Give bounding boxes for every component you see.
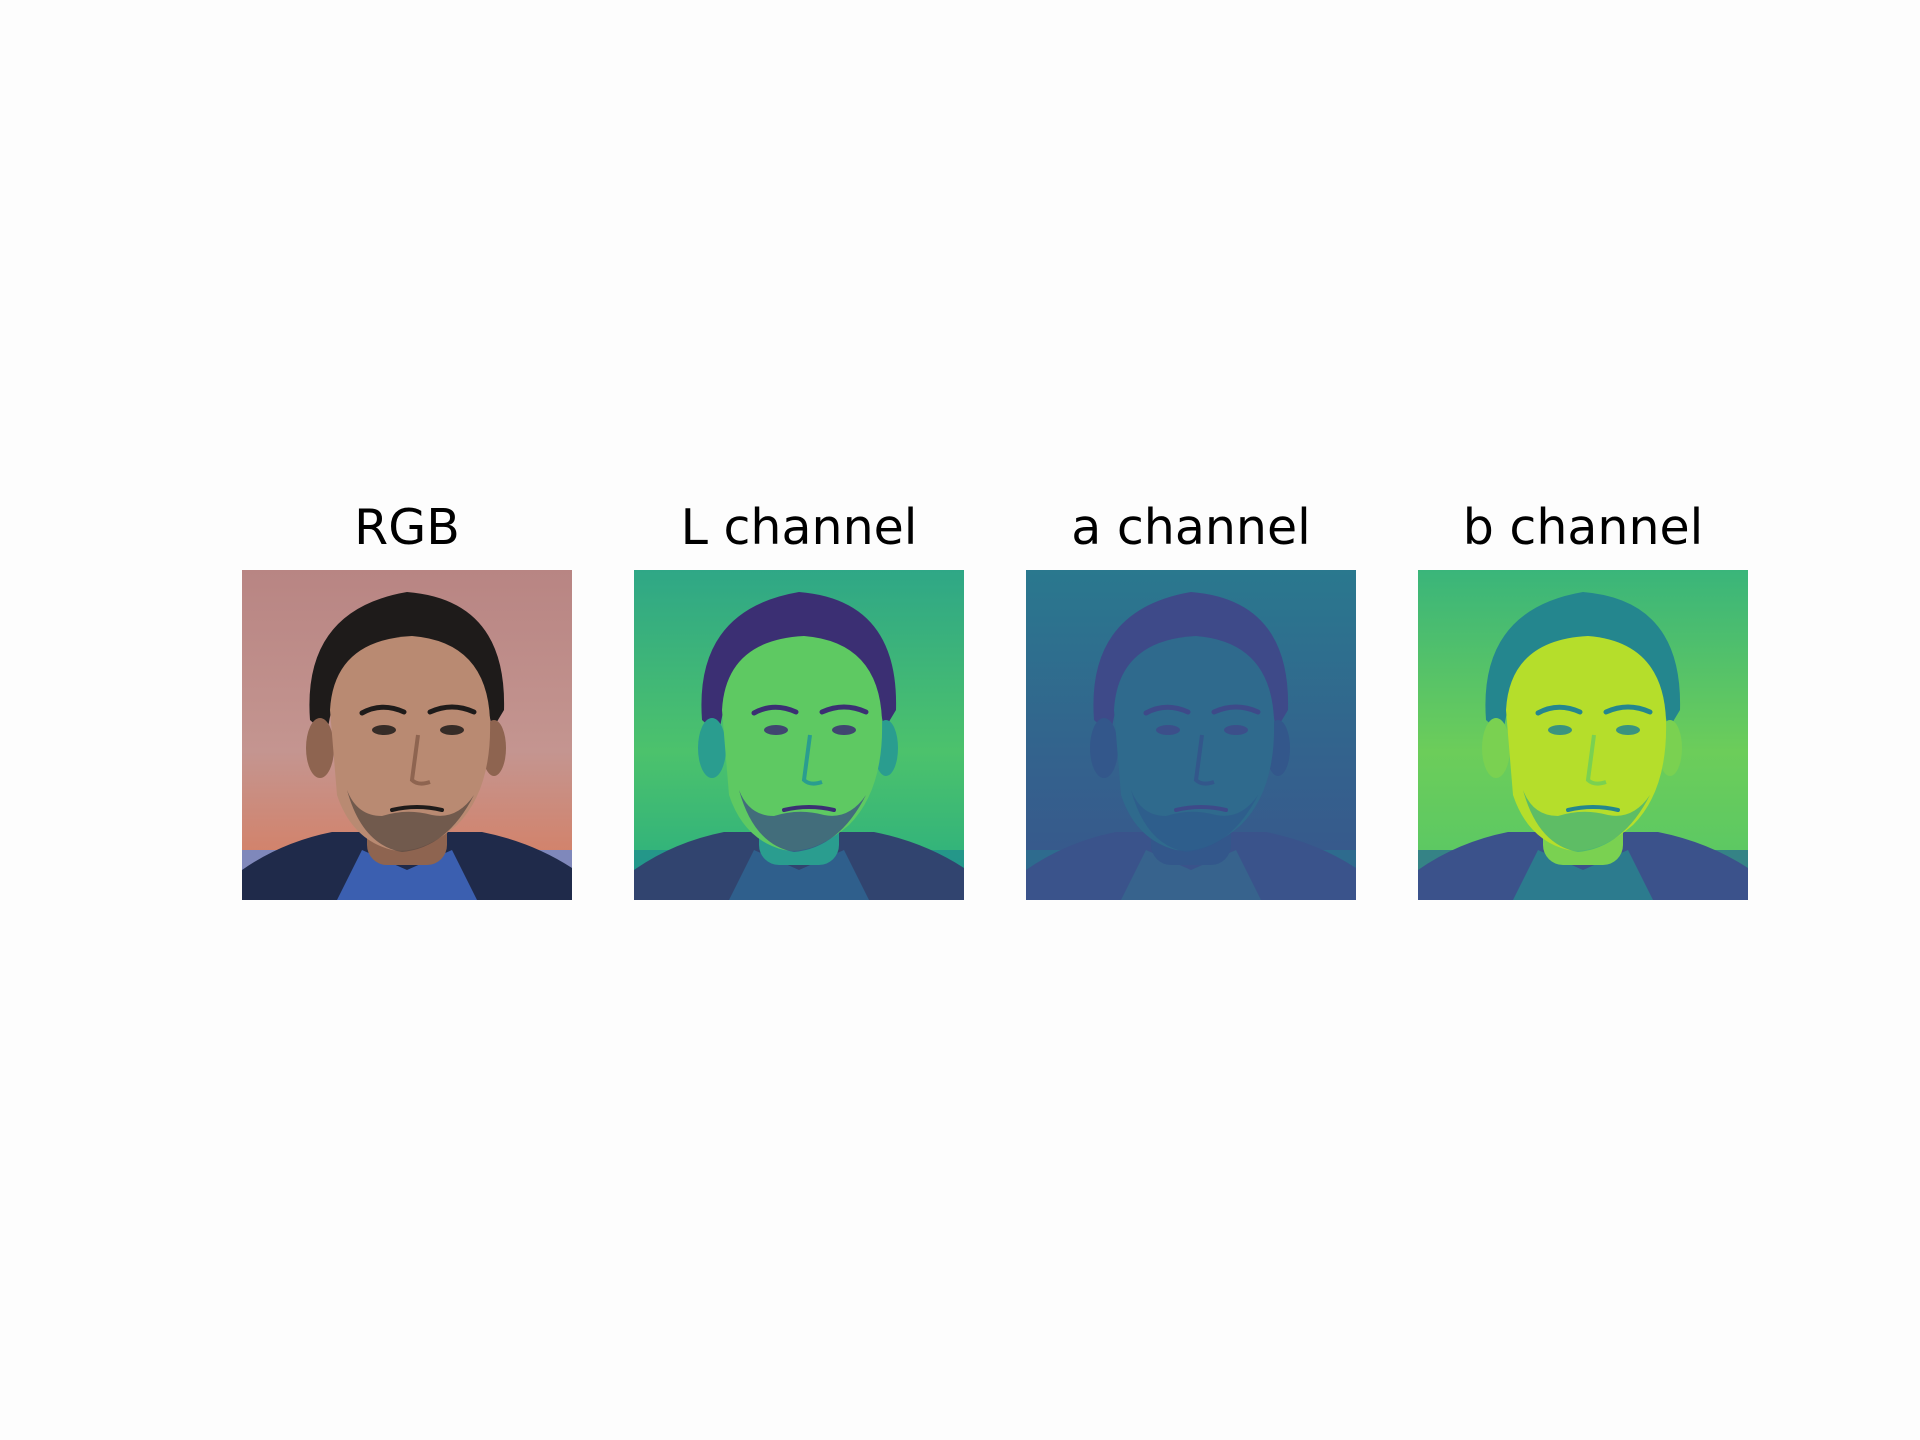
hair (1485, 592, 1681, 735)
left-eye (1548, 725, 1572, 735)
left-eye (372, 725, 396, 735)
left-eyebrow (1143, 704, 1191, 716)
hair (309, 592, 505, 735)
left-ear (1482, 718, 1510, 778)
left-eyebrow (751, 704, 799, 716)
jacket (1418, 832, 1748, 900)
left-eyebrow (1535, 704, 1583, 716)
shirt-collar (337, 850, 477, 900)
mouth (782, 805, 836, 812)
face (722, 636, 883, 851)
right-eye (440, 725, 464, 735)
shirt-collar (1513, 850, 1653, 900)
b-channel-image (1418, 570, 1748, 900)
hair (701, 592, 897, 735)
jacket (634, 832, 964, 900)
left-ear (698, 718, 726, 778)
left-eye (1156, 725, 1180, 735)
mouth (390, 805, 444, 812)
right-eyebrow (427, 704, 477, 715)
nose (1585, 734, 1607, 786)
left-ear (306, 718, 334, 778)
jacket (1026, 832, 1356, 900)
right-eyebrow (819, 704, 869, 715)
rgb-panel-title: RGB (354, 499, 460, 556)
rgb-portrait-image (242, 570, 572, 900)
nose (409, 734, 431, 786)
b-channel-panel-title: b channel (1462, 499, 1704, 556)
nose (801, 734, 823, 786)
a-channel-panel-title: a channel (1071, 499, 1311, 556)
left-ear (1090, 718, 1118, 778)
right-eyebrow (1211, 704, 1261, 715)
shirt-collar (729, 850, 869, 900)
right-eye (1224, 725, 1248, 735)
face (1506, 636, 1667, 851)
face (1114, 636, 1275, 851)
a-channel-image (1026, 570, 1356, 900)
beard (1131, 790, 1258, 852)
mouth (1174, 805, 1228, 812)
right-eye (1616, 725, 1640, 735)
l-channel-image (634, 570, 964, 900)
beard (739, 790, 866, 852)
left-eye (764, 725, 788, 735)
right-eye (832, 725, 856, 735)
right-eyebrow (1603, 704, 1653, 715)
beard (1523, 790, 1650, 852)
l-channel-panel-title: L channel (680, 499, 918, 556)
face (330, 636, 491, 851)
hair (1093, 592, 1289, 735)
shirt-collar (1121, 850, 1261, 900)
mouth (1566, 805, 1620, 812)
beard (347, 790, 474, 852)
left-eyebrow (359, 704, 407, 716)
nose (1193, 734, 1215, 786)
jacket (242, 832, 572, 900)
